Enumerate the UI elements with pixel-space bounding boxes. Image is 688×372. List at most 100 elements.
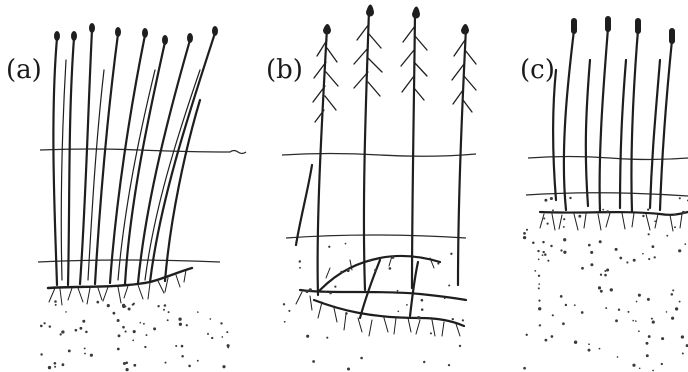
sediment-dot	[157, 305, 159, 307]
sediment-dot	[672, 289, 674, 291]
sediment-dot	[181, 345, 184, 348]
sediment-dot	[90, 354, 93, 357]
sediment-dot	[227, 346, 229, 348]
sediment-dot	[538, 300, 540, 302]
sediment-dot	[49, 325, 51, 327]
sediment-dot	[679, 197, 681, 199]
sediment-dot	[671, 293, 674, 296]
sediment-dot	[284, 321, 286, 323]
sediment-dot	[164, 304, 167, 307]
sediment-dot	[666, 235, 668, 237]
sediment-dot	[574, 341, 577, 344]
sediment-dot	[590, 251, 593, 254]
sediment-dot	[345, 312, 348, 315]
sediment-dot	[604, 274, 607, 277]
sediment-dot	[369, 259, 371, 261]
sediment-dot	[552, 314, 554, 316]
sediment-dot	[615, 248, 618, 251]
sediment-dot	[430, 332, 432, 334]
sediment-dot	[62, 363, 65, 366]
panel-c: (c)	[520, 16, 688, 231]
sediment-dot	[309, 288, 312, 291]
sediment-dot	[448, 364, 450, 366]
sediment-dot	[599, 348, 601, 350]
sediment-dot	[588, 349, 591, 352]
sediment-dot	[652, 245, 655, 248]
sediment-dot	[55, 304, 57, 306]
sediment-dot	[562, 322, 565, 325]
sediment-dot	[226, 331, 228, 333]
water-surface-line-c	[528, 157, 688, 160]
sediment-dot	[605, 307, 607, 309]
sediment-dot	[220, 322, 222, 324]
sediment-dot	[651, 318, 653, 320]
sediment-dot	[588, 244, 591, 247]
sediment-dot	[647, 208, 649, 210]
sediment-dot	[654, 256, 656, 258]
sediment-dot	[617, 356, 619, 358]
sediment-dot	[122, 304, 125, 307]
sediment-dot	[61, 330, 64, 333]
sediment-dot	[40, 325, 43, 328]
sediment-dot	[552, 209, 554, 211]
sediment-dot	[545, 339, 548, 342]
sediment-dot	[599, 240, 602, 243]
sediment-dot	[85, 331, 88, 334]
sediment-dot	[329, 292, 332, 295]
sediment-dot	[188, 365, 191, 368]
sediment-dot	[84, 347, 86, 349]
sediment-dot	[128, 307, 131, 310]
sediment-dot	[604, 270, 606, 272]
sediment-dot	[602, 209, 604, 211]
sediment-dot	[626, 261, 628, 263]
sediment-dot	[652, 370, 654, 372]
sediment-dot	[633, 259, 636, 262]
sediment-dot	[146, 334, 148, 336]
sediment-dot	[175, 345, 177, 347]
sediment-dot	[606, 210, 609, 213]
sediment-dot	[563, 218, 565, 220]
ground-surface-line-c	[526, 193, 688, 196]
sediment-dot	[397, 290, 399, 292]
sediment-dot	[423, 361, 425, 363]
sediment-dot	[648, 335, 651, 338]
sediment-dot	[632, 364, 635, 367]
sediment-dot	[679, 301, 681, 303]
ground-surface-line-b	[286, 235, 466, 238]
sediment-dot	[133, 364, 136, 367]
ground-surface-line-a	[38, 260, 220, 262]
sediment-dot	[678, 249, 681, 252]
sediment-dot	[84, 353, 86, 355]
sediment-dot	[437, 262, 439, 264]
sediment-dot	[340, 271, 343, 274]
sediment-dot	[581, 311, 584, 314]
sediment-dot	[538, 275, 540, 277]
cattail-stems-c	[553, 28, 672, 212]
sediment-dot	[538, 307, 541, 310]
sediment-dot	[168, 311, 170, 313]
rhizome-a	[48, 268, 192, 288]
reed-stems-b	[296, 10, 466, 295]
sediment-dot	[421, 299, 424, 302]
sediment-dot	[647, 298, 650, 301]
sediment-dot	[547, 260, 549, 262]
sediment-dot	[588, 343, 590, 345]
sediment-dot	[538, 287, 540, 289]
sediment-dot	[537, 250, 539, 252]
sediment-dot	[532, 241, 535, 244]
sediment-dot	[283, 303, 285, 305]
sediment-dot	[117, 319, 120, 322]
sediment-dot	[581, 267, 584, 270]
reed-stems-a	[53, 30, 215, 285]
sediment-dot	[684, 243, 686, 245]
sediment-dot	[360, 357, 363, 360]
sediment-dot	[646, 354, 649, 357]
sediment-dot	[578, 215, 581, 218]
sediment-dot	[674, 214, 676, 216]
sediment-dot	[560, 295, 563, 298]
sediment-dot	[118, 334, 121, 337]
sediment-dot	[642, 253, 644, 255]
seed-heads-b	[323, 5, 469, 35]
panel-label-c: (c)	[520, 55, 555, 85]
sediment-dot	[82, 320, 85, 323]
